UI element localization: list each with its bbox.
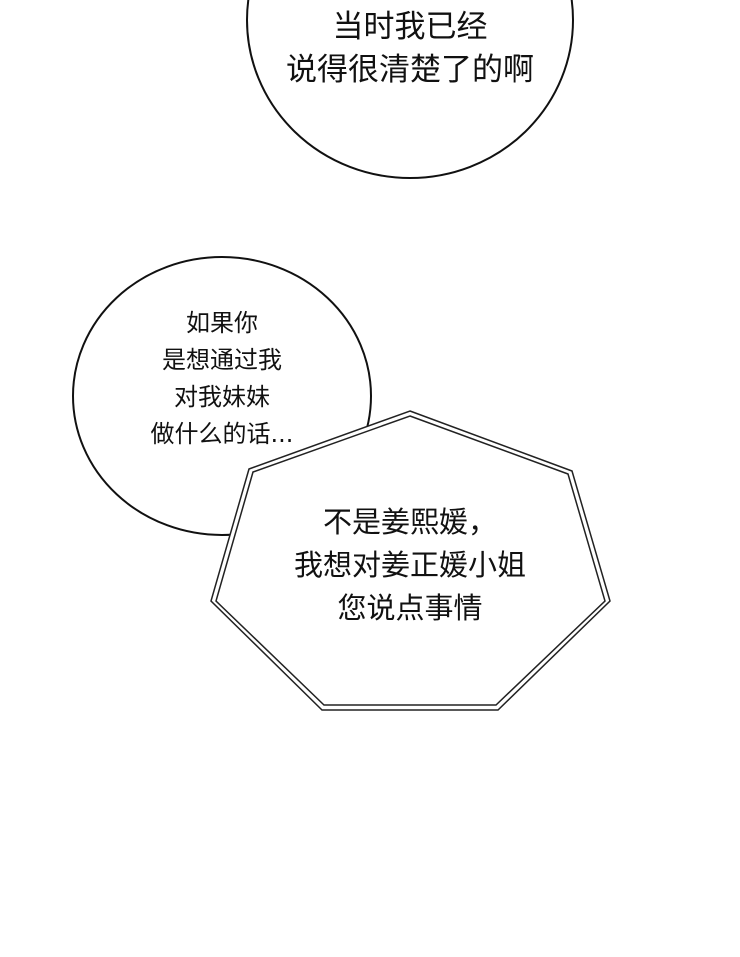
speech-bubble-top — [246, 0, 574, 179]
text-line: 做什么的话... — [150, 420, 294, 448]
text-line: 说得很清楚了的啊 — [286, 52, 534, 88]
bubble-polygon-text: 不是姜熙媛， 我想对姜正媛小姐 您说点事情 — [250, 508, 570, 637]
text-line: 当时我已经 — [332, 9, 488, 45]
bubble-left-text: 如果你 是想通过我 对我妹妹 做什么的话... — [102, 311, 342, 459]
text-line: 您说点事情 — [337, 591, 483, 625]
text-line: 我想对姜正媛小姐 — [293, 548, 526, 582]
text-line: 不是姜熙媛， — [322, 505, 497, 539]
text-line: 是想通过我 — [162, 346, 282, 374]
bubble-top-text: 当时我已经 说得很清楚了的啊 — [260, 12, 560, 98]
text-line: 如果你 — [186, 309, 258, 337]
text-line: 对我妹妹 — [174, 383, 270, 411]
shout-bubble-inner — [215, 415, 606, 706]
